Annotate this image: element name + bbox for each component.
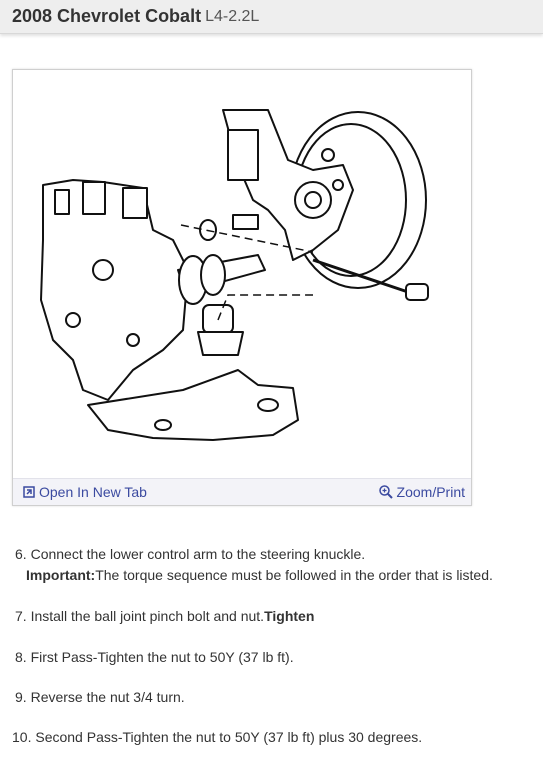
step-text: Reverse the nut 3/4 turn. bbox=[30, 689, 185, 705]
zoom-print-label: Zoom/Print bbox=[396, 484, 465, 500]
step-number: 8. bbox=[15, 649, 27, 665]
step-text: Install the ball joint pinch bolt and nu… bbox=[30, 608, 265, 624]
step-number: 9. bbox=[15, 689, 27, 705]
vehicle-title: 2008 Chevrolet Cobalt bbox=[12, 6, 202, 26]
step-bold-text: Tighten bbox=[264, 608, 315, 624]
step-text: Connect the lower control arm to the ste… bbox=[30, 546, 366, 562]
step-8: 8. First Pass-Tighten the nut to 50Y (37… bbox=[15, 649, 294, 665]
step-text: First Pass-Tighten the nut to 50Y (37 lb… bbox=[30, 649, 294, 665]
page-header: 2008 Chevrolet Cobalt L4-2.2L bbox=[0, 0, 543, 34]
important-text: The torque sequence must be followed in … bbox=[95, 567, 493, 583]
step-number: 6. bbox=[15, 546, 27, 562]
open-in-new-tab-label: Open In New Tab bbox=[39, 484, 147, 500]
important-label: Important: bbox=[26, 567, 96, 583]
suspension-diagram-image[interactable] bbox=[13, 70, 471, 478]
zoom-icon bbox=[378, 485, 393, 499]
step-10: 10. Second Pass-Tighten the nut to 50Y (… bbox=[12, 729, 422, 745]
step-6: 6. Connect the lower control arm to the … bbox=[15, 546, 365, 562]
step-number: 10. bbox=[12, 729, 32, 745]
open-in-new-tab-icon bbox=[23, 486, 35, 498]
open-in-new-tab-link[interactable]: Open In New Tab bbox=[23, 484, 147, 500]
important-note: Important:The torque sequence must be fo… bbox=[26, 567, 493, 583]
zoom-print-link[interactable]: Zoom/Print bbox=[378, 484, 465, 500]
diagram-figure: Open In New Tab Zoom/Print bbox=[12, 69, 472, 506]
engine-label: L4-2.2L bbox=[205, 7, 260, 25]
step-7: 7. Install the ball joint pinch bolt and… bbox=[15, 608, 314, 624]
step-text: Second Pass-Tighten the nut to 50Y (37 l… bbox=[35, 729, 423, 745]
step-9: 9. Reverse the nut 3/4 turn. bbox=[15, 689, 185, 705]
step-number: 7. bbox=[15, 608, 27, 624]
figure-toolbar: Open In New Tab Zoom/Print bbox=[13, 478, 471, 505]
